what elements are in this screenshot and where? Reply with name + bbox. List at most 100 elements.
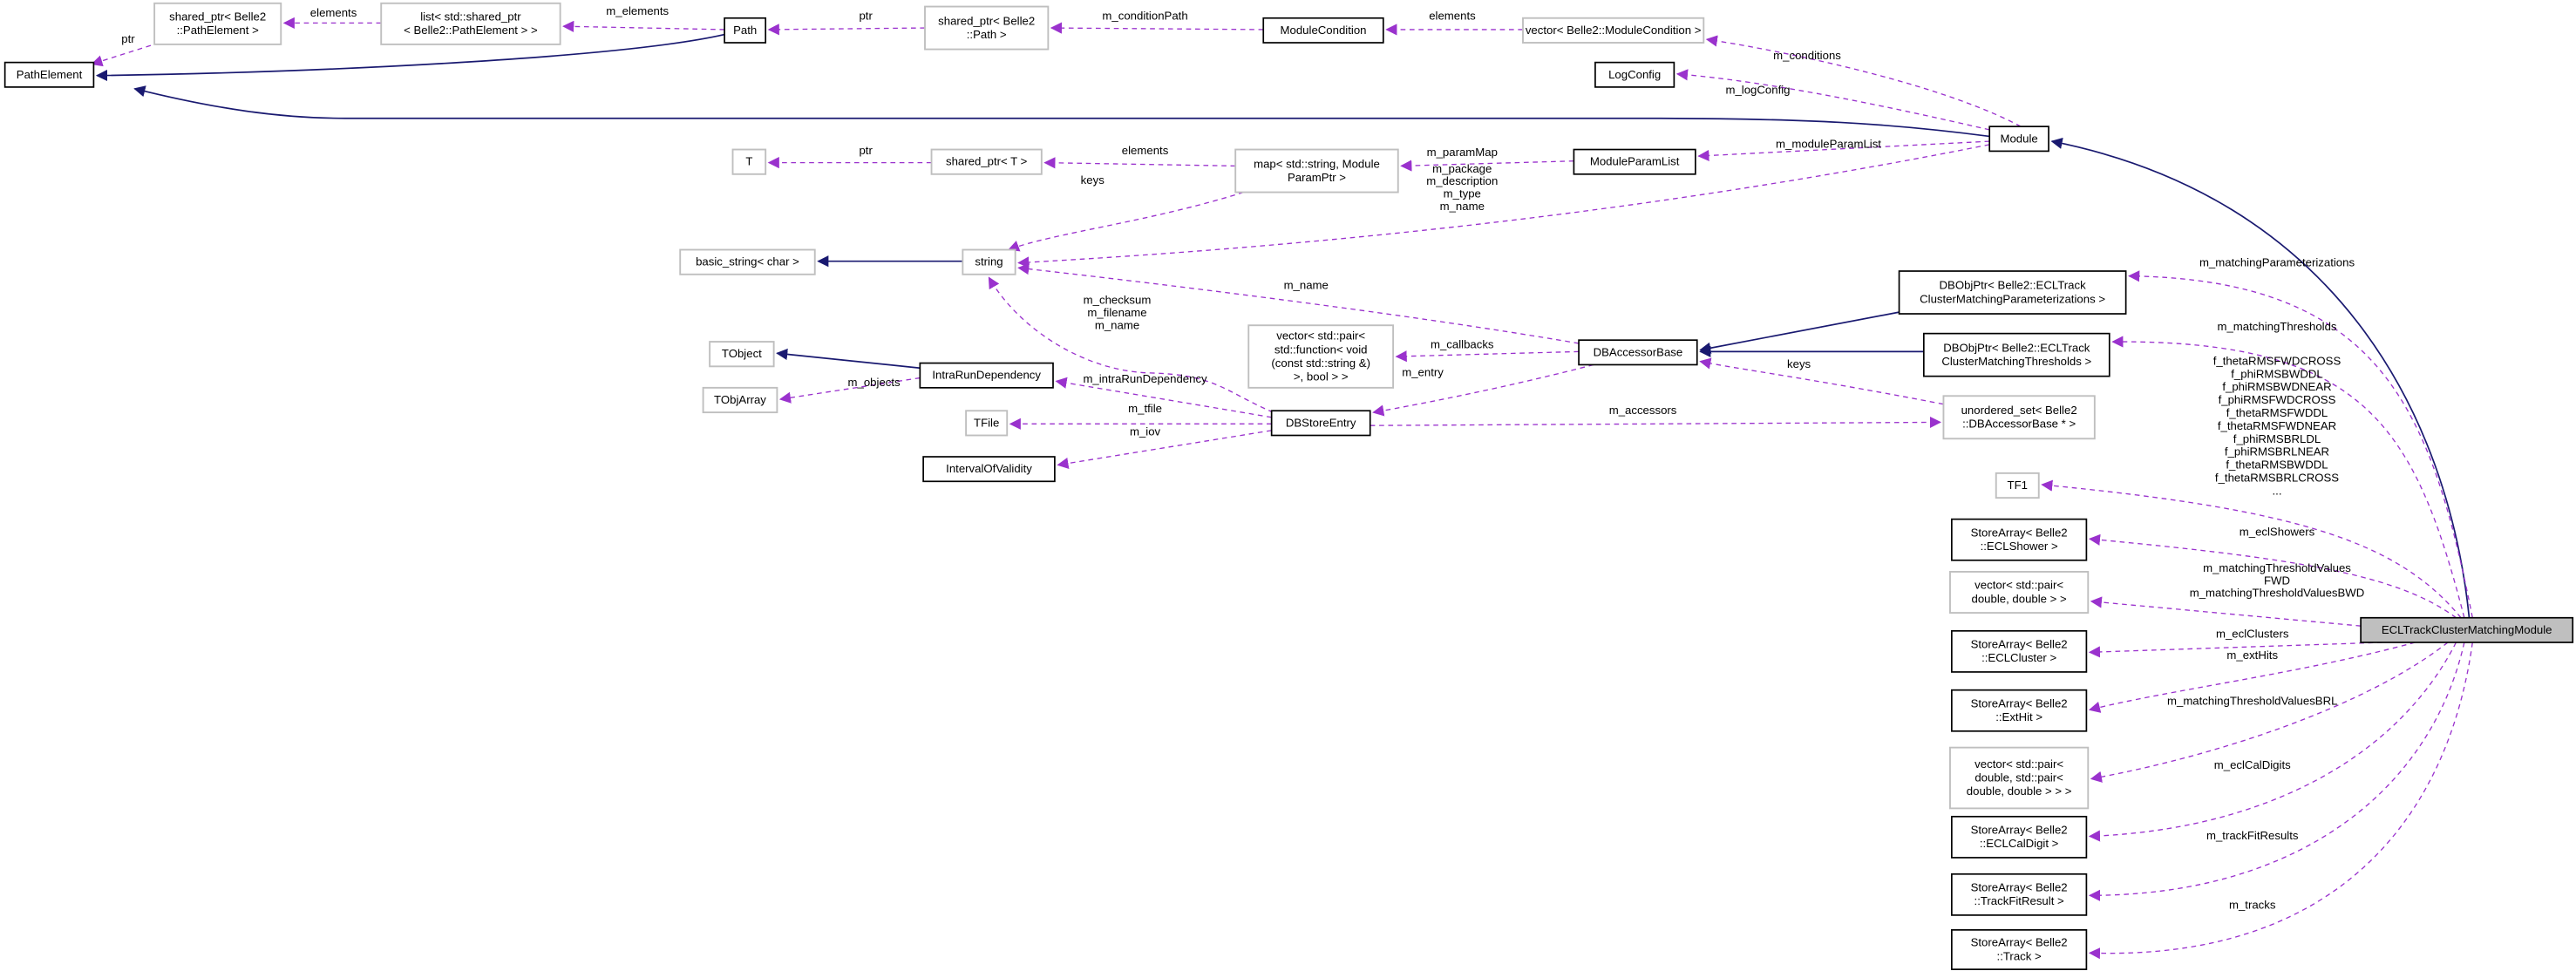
edge-label: f_phiRMSBWDDL bbox=[2231, 367, 2323, 380]
node-box bbox=[1949, 746, 2090, 810]
edge-label: m_description bbox=[1426, 174, 1498, 187]
node-box bbox=[1898, 270, 2127, 315]
node-label: StoreArray< Belle2 bbox=[1971, 824, 2068, 837]
class-node-Module[interactable]: Module bbox=[1988, 126, 2049, 153]
edge-label: m_elements bbox=[606, 4, 669, 17]
class-node-TObjArray[interactable]: TObjArray bbox=[702, 386, 778, 414]
class-node-SA_ECLCluster[interactable]: StoreArray< Belle2::ECLCluster > bbox=[1951, 629, 2088, 673]
node-box bbox=[731, 148, 767, 175]
node-label: ::PathElement > bbox=[177, 24, 259, 37]
class-node-SA_ECLShower[interactable]: StoreArray< Belle2::ECLShower > bbox=[1951, 518, 2088, 561]
class-node-string[interactable]: string bbox=[962, 248, 1016, 275]
usage-edge bbox=[1017, 144, 1990, 268]
node-label: DBObjPtr< Belle2::ECLTrack bbox=[1940, 279, 2087, 292]
edge-label: ptr bbox=[859, 144, 873, 157]
node-label: double, std::pair< bbox=[1974, 771, 2063, 784]
edge-label: m_matchingThresholdValues bbox=[2203, 561, 2351, 574]
edge-ECLTrackClusterMatchingModule-to-vec_pair_d_pair: m_matchingThresholdValuesBRL bbox=[2090, 642, 2449, 783]
node-label: ::TrackFitResult > bbox=[1974, 894, 2064, 907]
class-node-vec_pair_dd[interactable]: vector< std::pair<double, double > > bbox=[1949, 571, 2090, 615]
edge-label: m_callbacks bbox=[1431, 338, 1494, 351]
class-node-DBStoreEntry[interactable]: DBStoreEntry bbox=[1270, 410, 1371, 437]
class-node-ECLTrackClusterMatchingModule[interactable]: ECLTrackClusterMatchingModule bbox=[2360, 616, 2574, 643]
node-box bbox=[1951, 629, 2088, 673]
node-label: TObjArray bbox=[714, 393, 766, 406]
edge-label: m_accessors bbox=[1609, 404, 1677, 417]
class-node-DBAccessorBase[interactable]: DBAccessorBase bbox=[1578, 339, 1698, 366]
node-box bbox=[702, 386, 778, 414]
class-node-PathElement[interactable]: PathElement bbox=[3, 61, 95, 88]
usage-edge bbox=[1705, 35, 2022, 127]
edge-label: m_extHits bbox=[2226, 648, 2278, 662]
node-label: TFile bbox=[974, 416, 999, 429]
edge-ECLTrackClusterMatchingModule-to-DBObjPtr_params: m_matchingParameterizations bbox=[2128, 255, 2473, 618]
class-node-DBObjPtr_params[interactable]: DBObjPtr< Belle2::ECLTrackClusterMatchin… bbox=[1898, 270, 2127, 315]
edge-label: m_trackFitResults bbox=[2206, 829, 2299, 842]
node-label: Path bbox=[733, 24, 757, 37]
class-node-Path[interactable]: Path bbox=[724, 17, 767, 44]
inheritance-edge bbox=[95, 33, 725, 82]
node-box bbox=[1922, 332, 2110, 377]
class-node-SA_Track[interactable]: StoreArray< Belle2::Track > bbox=[1951, 929, 2088, 970]
edge-map_param-to-string: keys bbox=[1007, 173, 1244, 252]
node-box bbox=[1578, 339, 1698, 366]
class-node-vec_pair_d_pair[interactable]: vector< std::pair<double, std::pair<doub… bbox=[1949, 746, 2090, 810]
class-node-IntraRunDependency[interactable]: IntraRunDependency bbox=[919, 362, 1054, 389]
edge-label: m_filename bbox=[1087, 306, 1146, 319]
class-node-SA_ECLCalDigit[interactable]: StoreArray< Belle2::ECLCalDigit > bbox=[1951, 815, 2088, 859]
node-box bbox=[924, 5, 1050, 51]
class-node-list_sp[interactable]: list< std::shared_ptr< Belle2::PathEleme… bbox=[380, 2, 561, 45]
class-node-T[interactable]: T bbox=[731, 148, 767, 175]
edge-label: m_eclCalDigits bbox=[2214, 758, 2291, 771]
class-node-ModuleParamList[interactable]: ModuleParamList bbox=[1573, 148, 1696, 175]
node-label: vector< std::pair< bbox=[1276, 329, 1365, 343]
node-label: shared_ptr< T > bbox=[946, 155, 1028, 168]
node-label: DBStoreEntry bbox=[1286, 416, 1356, 429]
node-box bbox=[380, 2, 561, 45]
edge-label: m_intraRunDependency bbox=[1083, 372, 1207, 385]
class-node-sp_T[interactable]: shared_ptr< T > bbox=[930, 148, 1043, 175]
class-node-vec_callbacks[interactable]: vector< std::pair<std::function< void(co… bbox=[1247, 324, 1395, 389]
edge-ModuleParamList-to-map_param: m_paramMap bbox=[1400, 146, 1574, 172]
class-node-DBObjPtr_thresholds[interactable]: DBObjPtr< Belle2::ECLTrackClusterMatchin… bbox=[1922, 332, 2110, 377]
class-node-TF1[interactable]: TF1 bbox=[1995, 472, 2040, 499]
node-label: shared_ptr< Belle2 bbox=[169, 10, 266, 24]
edge-label: m_iov bbox=[1130, 425, 1161, 438]
inheritance-edge bbox=[1699, 311, 1900, 354]
node-box bbox=[3, 61, 95, 88]
node-box bbox=[965, 410, 1009, 437]
class-node-LogConfig[interactable]: LogConfig bbox=[1594, 61, 1675, 88]
class-node-IntervalOfValidity[interactable]: IntervalOfValidity bbox=[922, 456, 1056, 483]
class-node-basic_string[interactable]: basic_string< char > bbox=[679, 248, 816, 275]
node-box bbox=[1234, 148, 1399, 194]
node-box bbox=[1951, 929, 2088, 970]
node-label: ::Track > bbox=[1997, 949, 2042, 962]
class-node-vec_ModuleCondition[interactable]: vector< Belle2::ModuleCondition > bbox=[1522, 17, 1705, 44]
edge-label: m_name bbox=[1095, 318, 1139, 331]
class-node-sp_PathElement[interactable]: shared_ptr< Belle2::PathElement > bbox=[153, 2, 282, 45]
edge-Path-to-list_sp: m_elements bbox=[562, 4, 725, 32]
usage-edge bbox=[1372, 363, 1594, 417]
class-node-SA_TrackFitResult[interactable]: StoreArray< Belle2::TrackFitResult > bbox=[1951, 873, 2088, 916]
usage-edge bbox=[1043, 157, 1236, 169]
node-label: ::ExtHit > bbox=[1995, 710, 2042, 723]
edge-Path-to-PathElement bbox=[95, 33, 725, 82]
class-node-sp_Path[interactable]: shared_ptr< Belle2::Path > bbox=[924, 5, 1050, 51]
inheritance-edge bbox=[133, 85, 1990, 138]
inheritance-edge bbox=[2050, 137, 2471, 618]
edge-label: f_thetaRMSFWDCROSS bbox=[2213, 354, 2342, 367]
node-label: shared_ptr< Belle2 bbox=[938, 14, 1035, 27]
class-node-ModuleCondition[interactable]: ModuleCondition bbox=[1262, 17, 1384, 44]
node-label: IntervalOfValidity bbox=[946, 462, 1032, 475]
class-node-TFile[interactable]: TFile bbox=[965, 410, 1009, 437]
edge-label: m_name bbox=[1440, 200, 1485, 213]
class-node-unordered_set[interactable]: unordered_set< Belle2::DBAccessorBase * … bbox=[1942, 395, 2096, 440]
node-box bbox=[1995, 472, 2040, 499]
class-node-TObject[interactable]: TObject bbox=[709, 341, 775, 368]
usage-edge bbox=[2088, 642, 2416, 713]
class-node-SA_ExtHit[interactable]: StoreArray< Belle2::ExtHit > bbox=[1951, 689, 2088, 732]
node-label: ::ECLShower > bbox=[1981, 540, 2058, 553]
node-box bbox=[724, 17, 767, 44]
